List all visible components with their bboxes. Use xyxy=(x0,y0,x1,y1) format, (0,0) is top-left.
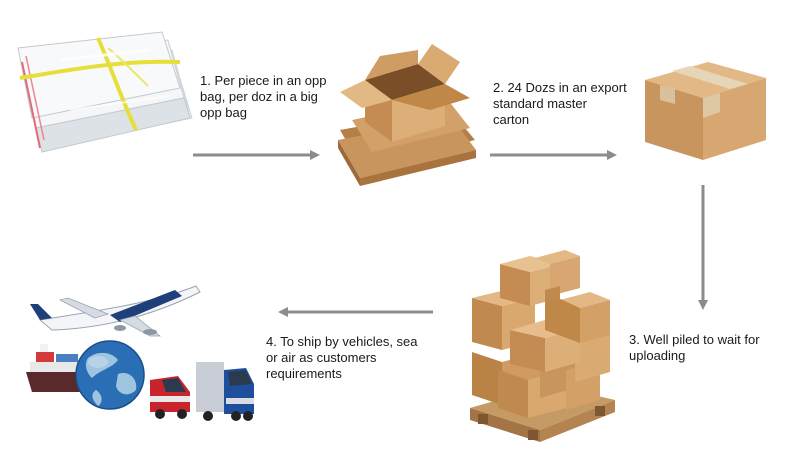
shipping-modes-icon xyxy=(26,285,254,421)
ship-icon xyxy=(26,344,90,392)
step-1-label: 1. Per piece in an opp bag, per doz in a… xyxy=(200,73,327,120)
globe-icon xyxy=(75,340,145,410)
closed-carton-icon xyxy=(645,62,766,160)
blue-truck-icon xyxy=(196,362,254,421)
arrow-pallet-to-shipping xyxy=(278,307,433,317)
airplane-icon xyxy=(30,285,201,337)
arrow-step2-to-step3 xyxy=(490,150,617,160)
red-van-icon xyxy=(150,376,190,419)
arrow-down-to-pallet xyxy=(698,185,708,310)
step-4-label: 4. To ship by vehicles, sea or air as cu… xyxy=(266,334,418,381)
open-carton-icon xyxy=(338,44,476,186)
palletized-cartons-icon xyxy=(470,250,615,442)
arrow-step1-to-step2 xyxy=(193,150,320,160)
step-2-label: 2. 24 Dozs in an export standard master … xyxy=(493,80,627,127)
step-3-label: 3. Well piled to wait for uploading xyxy=(629,332,760,363)
opp-bags-icon xyxy=(17,31,193,153)
